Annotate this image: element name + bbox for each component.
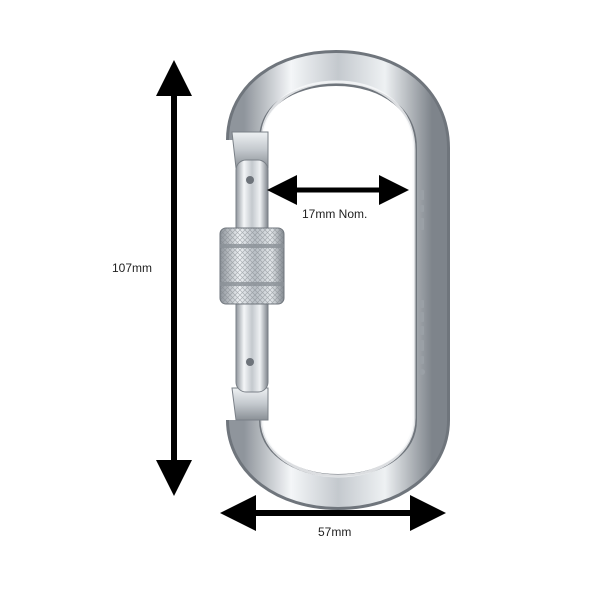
screw-lock-sleeve — [219, 227, 285, 305]
gate-rivet-top — [246, 176, 254, 184]
height-label: 107mm — [112, 261, 153, 275]
carabiner-body — [226, 49, 450, 511]
width-label: 57mm — [318, 525, 352, 539]
gate-rivet-bottom — [246, 358, 254, 366]
spine-engraving — [419, 190, 425, 375]
gate-opening-label: 17mm Nom. — [302, 207, 368, 221]
